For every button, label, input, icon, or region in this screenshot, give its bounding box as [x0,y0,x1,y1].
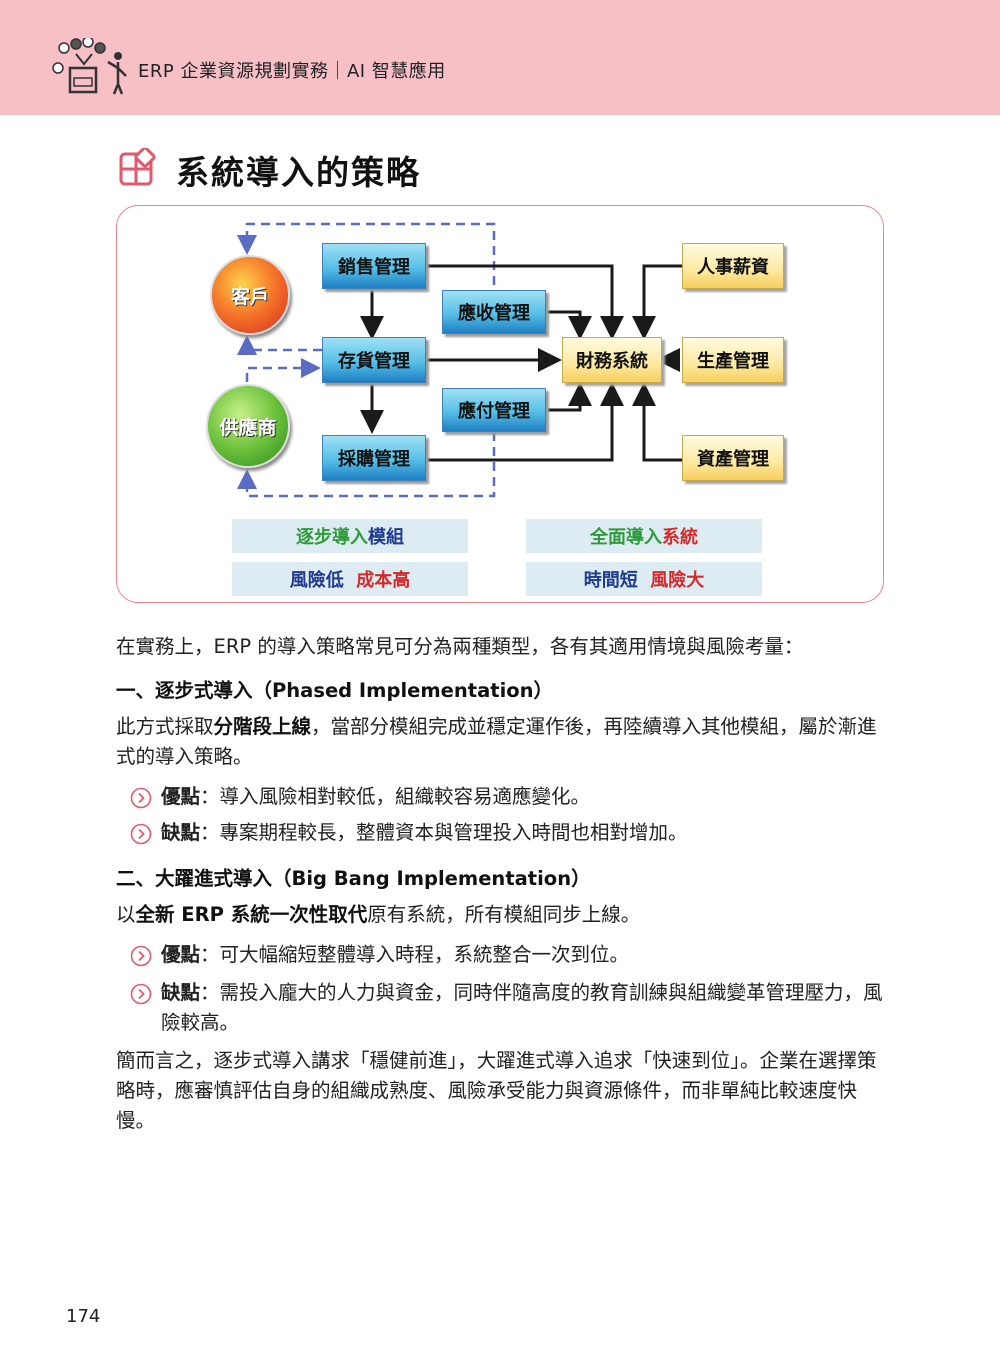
diagram-connectors [237,222,682,498]
book-title: ERP 企業資源規劃實務｜AI 智慧應用 [138,61,446,82]
receivable-node: 應收管理 [442,290,546,334]
phased-paragraph: 此方式採取分階段上線，當部分模組完成並穩定運作後，再陸續導入其他模組，屬於漸進式… [116,715,877,768]
bigbang-tradeoff: 時間短 風險大 [526,562,762,596]
production-node: 生產管理 [682,337,784,383]
hr-node: 人事薪資 [682,243,784,289]
inventory-node: 存貨管理 [322,337,426,383]
section-icon [119,148,156,186]
phased-heading: 一、逐步式導入（Phased Implementation） [116,679,554,702]
intro-paragraph: 在實務上，ERP 的導入策略常見可分為兩種類型，各有其適用情境與風險考量： [116,635,804,658]
page-header: ERP 企業資源規劃實務｜AI 智慧應用 [0,0,1000,115]
payable-node: 應付管理 [442,388,546,432]
section-title: 系統導入的策略 [176,153,421,192]
page-number: 174 [66,1306,101,1327]
summary-paragraph: 簡而言之，逐步式導入講求「穩健前進」，大躍進式導入追求「快速到位」。企業在選擇策… [116,1049,877,1132]
bigbang-heading: 二、大躍進式導入（Big Bang Implementation） [116,867,591,890]
chevron-circle-icon [130,787,152,809]
chevron-circle-icon [130,983,152,1005]
finance-node: 財務系統 [562,337,662,383]
assets-node: 資產管理 [682,435,784,481]
bigbang-caption: 全面導入系統 [526,519,762,553]
purchasing-node: 採購管理 [322,435,426,481]
bigbang-paragraph: 以全新 ERP 系統一次性取代原有系統，所有模組同步上線。 [116,903,641,926]
chevron-circle-icon [130,945,152,967]
customer-node: 客戶 [210,255,290,335]
supplier-node: 供應商 [206,384,290,468]
erp-logo-icon [52,38,127,95]
chevron-circle-icon [130,823,152,845]
phased-tradeoff: 風險低 成本高 [232,562,468,596]
erp-strategy-diagram [116,205,884,603]
phased-caption: 逐步導入模組 [232,519,468,553]
sales-node: 銷售管理 [322,243,426,289]
